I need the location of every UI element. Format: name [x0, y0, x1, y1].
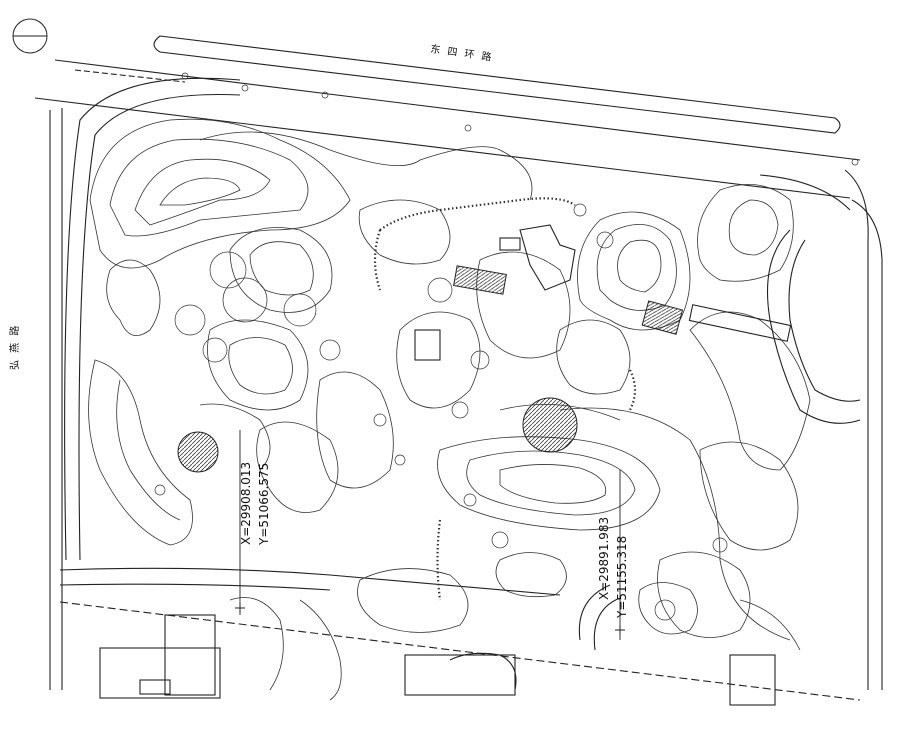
structures	[99, 224, 861, 706]
coord-right-x: X=29891.983	[597, 517, 611, 600]
coord-left-x: X=29908.013	[239, 462, 253, 545]
hongyan-road: 弘 燕 路	[8, 108, 63, 690]
coord-right-y: Y=51155.318	[615, 536, 629, 619]
contour-lines	[88, 118, 811, 701]
survey-markers: X=29908.013 Y=51066.575 X=29891.983 Y=51…	[235, 430, 629, 640]
north-arrow-icon	[12, 18, 48, 54]
road-west-label: 弘 燕 路	[8, 324, 21, 370]
garden-paths	[373, 197, 637, 601]
east-fourth-ring-road: 东 四 环 路	[34, 35, 861, 199]
road-north-label: 东 四 环 路	[430, 42, 495, 64]
planting	[154, 72, 859, 621]
coord-left-y: Y=51066.575	[257, 463, 271, 546]
site-boundary	[59, 77, 883, 701]
